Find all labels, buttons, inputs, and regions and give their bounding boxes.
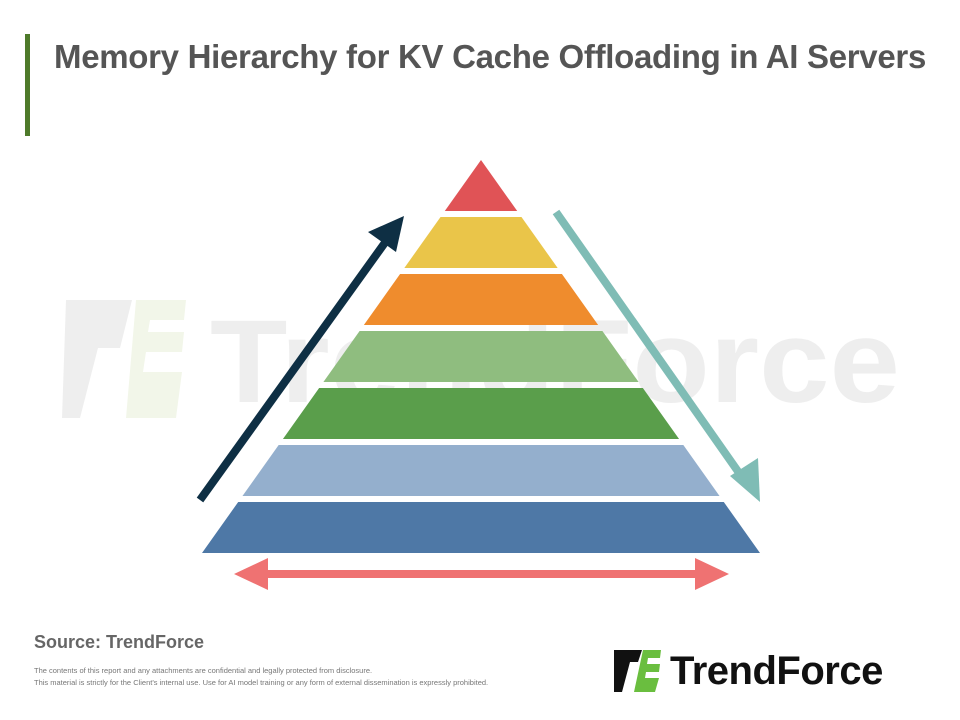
pyramid (202, 160, 760, 553)
pyramid-tier-7 (202, 502, 760, 553)
double-headed-arrow-icon (234, 558, 729, 590)
arrow-up-right-icon (196, 216, 404, 503)
watermark-logo-icon (62, 300, 186, 418)
title-accent-bar (25, 34, 30, 136)
disclaimer-line-1: The contents of this report and any atta… (34, 666, 373, 675)
pyramid-tier-4 (323, 331, 639, 382)
pyramid-tier-5 (282, 388, 680, 439)
disclaimer: The contents of this report and any atta… (34, 665, 614, 689)
trendforce-logo: TrendForce (612, 646, 932, 696)
pyramid-tier-6 (242, 445, 720, 496)
pyramid-tier-2 (404, 217, 558, 268)
disclaimer-line-2: This material is strictly for the Client… (34, 678, 489, 687)
trendforce-logo-icon (614, 650, 661, 692)
pyramid-tier-1 (444, 160, 518, 211)
arrow-down-right-icon (552, 209, 760, 502)
logo-text: TrendForce (670, 649, 883, 693)
memory-hierarchy-diagram: TrendForce (62, 160, 900, 590)
source-note: Source: TrendForce (34, 632, 205, 652)
page-title: Memory Hierarchy for KV Cache Offloading… (54, 38, 926, 75)
pyramid-tier-3 (363, 274, 599, 325)
